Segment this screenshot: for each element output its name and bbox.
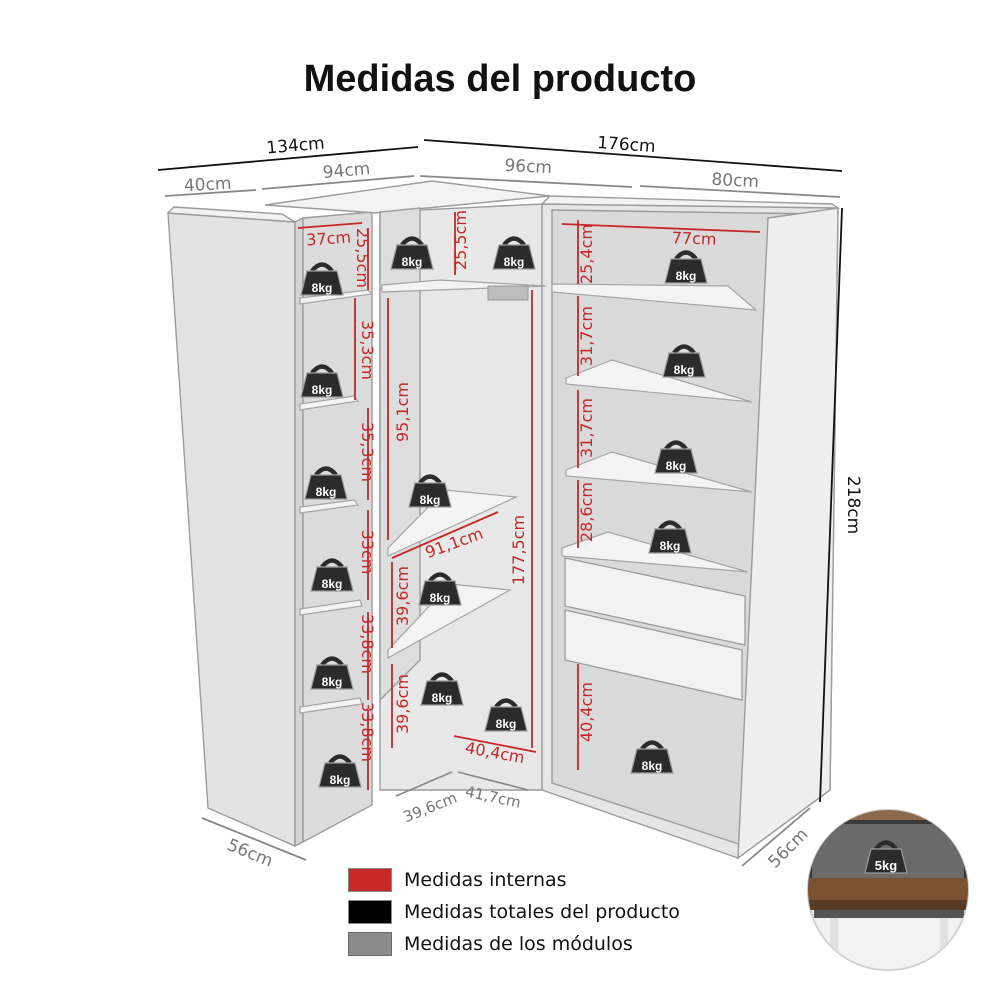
legend-item-total: Medidas totales del producto [348,896,680,928]
weight-label: 8kg [432,691,453,705]
legend-swatch-internal [348,868,392,892]
drawers [564,557,746,701]
weight-badges: 8kg 8kg 8kg 8kg 8kg 8kg 8kg 8kg 8kg 8kg … [301,239,707,788]
overall-labels: 134cm 176cm 218cm [266,133,863,534]
internal-dimension-labels: 37cm 25,5cm 35,3cm 35,3cm 33cm 33,8cm 33… [306,210,717,767]
weight-label: 8kg [660,539,681,553]
left-h4-label: 33cm [358,530,377,575]
weight-label: 8kg [642,759,663,773]
hanging-rail [487,285,529,301]
page-title: Medidas del producto [303,58,697,100]
drawer-inset: 5kg [807,809,969,971]
weight-label: 8kg [496,717,517,731]
left-width-label: 134cm [266,134,326,159]
weight-label: 8kg [330,773,351,787]
left-h6-label: 33,8cm [358,702,377,762]
left-depth-label: 56cm [224,835,276,871]
weight-label: 8kg [674,363,695,377]
weight-label: 8kg [312,383,333,397]
weight-label: 8kg [322,675,343,689]
weight-label: 8kg [666,459,687,473]
legend-swatch-modules [348,932,392,956]
module-dimensions [164,175,841,867]
right-width-label: 176cm [597,133,657,157]
legend-label: Medidas de los módulos [404,933,633,955]
internal-dimension-lines [297,212,761,790]
weight-label: 8kg [402,255,423,269]
legend-item-internal: Medidas internas [348,864,680,896]
legend-swatch-total [348,900,392,924]
weight-label: 8kg [420,493,441,507]
legend: Medidas internas Medidas totales del pro… [348,864,680,960]
right-module-label: 80cm [711,170,760,192]
drawer-weight-label: 5kg [875,858,897,873]
weight-label: 8kg [316,485,337,499]
right-h5-label: 40,4cm [577,682,596,742]
left-h3-label: 35,3cm [358,422,377,482]
height-label: 218cm [843,476,863,534]
left-h5-label: 33,8cm [358,614,377,674]
left-module-label: 94cm [322,159,371,183]
legend-label: Medidas totales del producto [404,901,680,923]
legend-label: Medidas internas [404,869,567,891]
right-h4-label: 28,6cm [577,482,596,542]
left-h1-label: 25,5cm [353,228,372,288]
center-total-label: 177,5cm [509,515,528,585]
weight-label: 8kg [504,255,525,269]
right-h2-label: 31,7cm [577,306,596,366]
right-top-width-label: 77cm [671,228,716,249]
left-top-width-label: 37cm [306,227,352,249]
overall-dimensions [157,139,843,803]
center-h1-label: 39,6cm [393,566,412,626]
center-base-a-label: 39,6cm [401,788,460,826]
center-hang-label: 95,1cm [393,382,412,442]
legend-item-modules: Medidas de los módulos [348,928,680,960]
shelves [299,279,758,714]
center-h2-label: 39,6cm [393,674,412,734]
right-h1-label: 25,4cm [577,224,596,284]
center-module-label: 96cm [504,156,553,178]
weight-label: 8kg [676,269,697,283]
weight-label: 8kg [430,591,451,605]
left-corner-label: 40cm [183,174,232,196]
weight-label: 8kg [322,577,343,591]
weight-label: 8kg [312,281,333,295]
left-h2-label: 35,3cm [358,320,377,380]
center-top-label: 25,5cm [451,210,470,270]
right-h3-label: 31,7cm [577,398,596,458]
